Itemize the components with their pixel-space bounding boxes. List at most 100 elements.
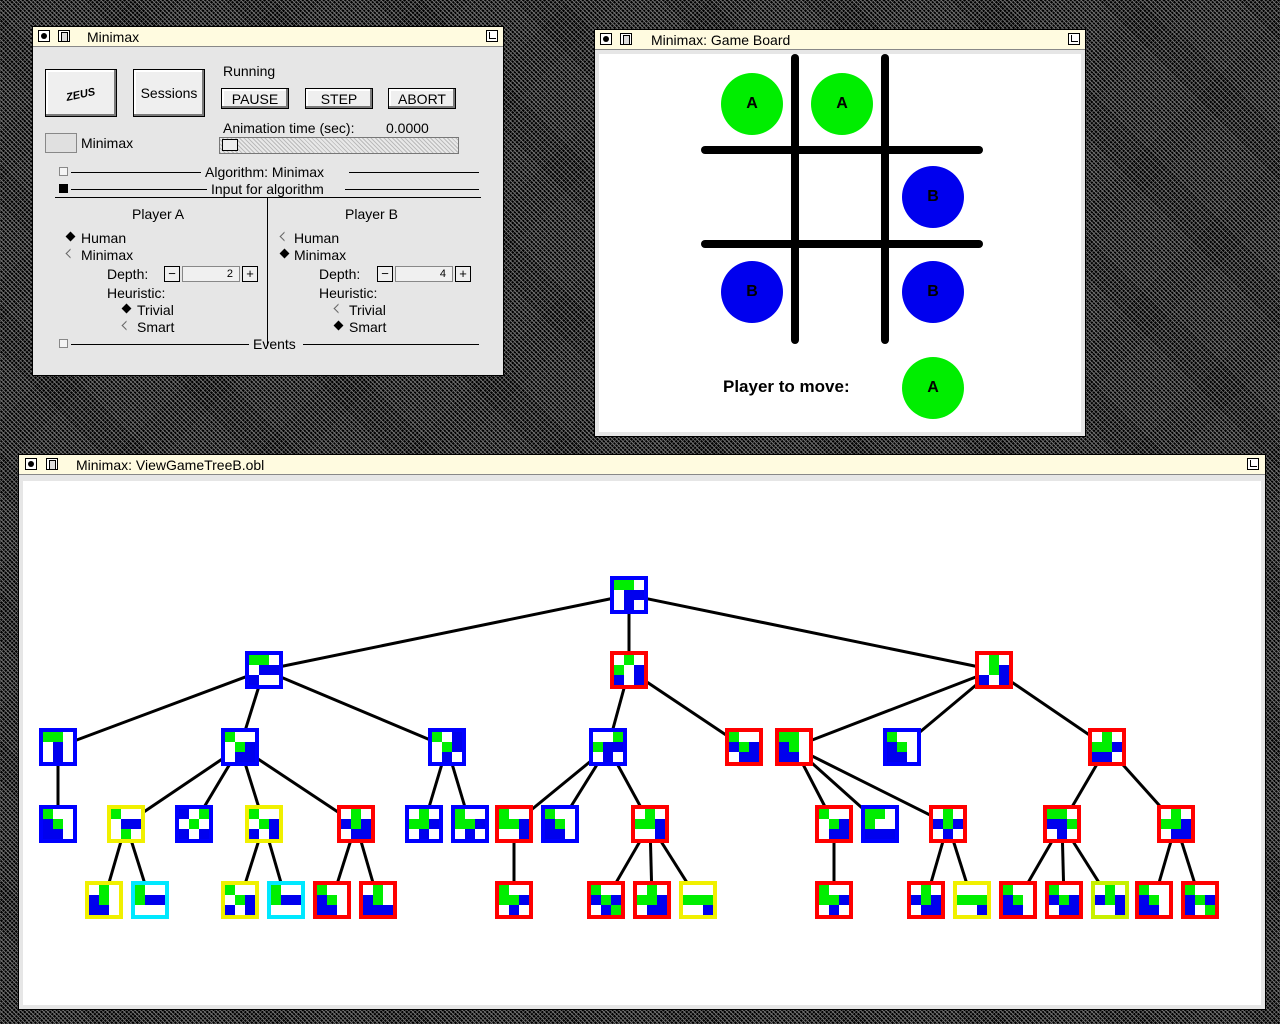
tree-node-cell bbox=[907, 752, 917, 762]
tree-node-cell bbox=[683, 895, 693, 905]
player-b-depth-increment[interactable]: + bbox=[455, 266, 471, 282]
tree-node[interactable] bbox=[1088, 728, 1126, 766]
tree-node[interactable] bbox=[1135, 881, 1173, 919]
tree-node-cell bbox=[1205, 885, 1215, 895]
tree-node[interactable] bbox=[1157, 805, 1195, 843]
tree-node[interactable] bbox=[313, 881, 351, 919]
tree-node[interactable] bbox=[953, 881, 991, 919]
window-menu-icon[interactable] bbox=[58, 30, 70, 42]
tree-edge bbox=[263, 668, 448, 749]
player-a-depth-field[interactable]: 2 bbox=[182, 266, 240, 282]
tree-titlebar[interactable]: Minimax: ViewGameTreeB.obl bbox=[19, 455, 1265, 475]
tree-node[interactable] bbox=[610, 576, 648, 614]
tree-node[interactable] bbox=[337, 805, 375, 843]
tree-node[interactable] bbox=[975, 651, 1013, 689]
control-titlebar[interactable]: Minimax bbox=[33, 27, 503, 47]
tree-node[interactable] bbox=[1045, 881, 1083, 919]
maximize-icon[interactable] bbox=[1247, 458, 1259, 470]
tree-node[interactable] bbox=[1181, 881, 1219, 919]
player-a-depth-increment[interactable]: + bbox=[242, 266, 258, 282]
player-b-trivial-radio[interactable] bbox=[333, 303, 344, 314]
tree-node[interactable] bbox=[679, 881, 717, 919]
tree-node[interactable] bbox=[428, 728, 466, 766]
input-section-toggle[interactable] bbox=[59, 184, 68, 193]
tree-node[interactable] bbox=[107, 805, 145, 843]
tree-node[interactable] bbox=[359, 881, 397, 919]
player-a-human-radio[interactable] bbox=[65, 231, 76, 242]
abort-button[interactable]: ABORT bbox=[388, 88, 456, 109]
tree-node[interactable] bbox=[815, 805, 853, 843]
tree-node[interactable] bbox=[131, 881, 169, 919]
player-a-trivial-radio[interactable] bbox=[121, 303, 132, 314]
tree-node[interactable] bbox=[587, 881, 625, 919]
tree-node[interactable] bbox=[633, 881, 671, 919]
algorithm-section-toggle[interactable] bbox=[59, 167, 68, 176]
tree-node[interactable] bbox=[1043, 805, 1081, 843]
window-menu-icon[interactable] bbox=[46, 458, 58, 470]
player-b-minimax-radio[interactable] bbox=[279, 248, 290, 259]
tree-node-cell bbox=[1171, 829, 1181, 839]
board-titlebar[interactable]: Minimax: Game Board bbox=[595, 30, 1085, 50]
tree-node[interactable] bbox=[725, 728, 763, 766]
tree-node-cell bbox=[337, 895, 347, 905]
tree-node[interactable] bbox=[85, 881, 123, 919]
tree-node[interactable] bbox=[495, 805, 533, 843]
player-a-smart-radio[interactable] bbox=[121, 320, 132, 331]
animation-time-slider[interactable] bbox=[219, 137, 459, 154]
tree-node-cell bbox=[614, 590, 624, 600]
events-section-toggle[interactable] bbox=[59, 339, 68, 348]
tree-node-cell bbox=[1069, 885, 1079, 895]
sessions-button[interactable]: Sessions bbox=[133, 69, 205, 117]
close-window-icon[interactable] bbox=[600, 33, 612, 45]
close-window-icon[interactable] bbox=[25, 458, 37, 470]
tree-node[interactable] bbox=[929, 805, 967, 843]
tree-node-cell bbox=[189, 809, 199, 819]
tree-node[interactable] bbox=[245, 651, 283, 689]
maximize-icon[interactable] bbox=[1068, 33, 1080, 45]
tree-node[interactable] bbox=[175, 805, 213, 843]
tree-node[interactable] bbox=[541, 805, 579, 843]
tree-node[interactable] bbox=[221, 881, 259, 919]
tree-node[interactable] bbox=[631, 805, 669, 843]
player-b-depth-field[interactable]: 4 bbox=[395, 266, 453, 282]
tree-node[interactable] bbox=[1091, 881, 1129, 919]
tree-node[interactable] bbox=[815, 881, 853, 919]
control-window: Minimax ZEUS Sessions Running PAUSE STEP… bbox=[32, 26, 504, 376]
tree-node[interactable] bbox=[221, 728, 259, 766]
tree-node-cell bbox=[779, 752, 789, 762]
tree-node[interactable] bbox=[451, 805, 489, 843]
tree-node[interactable] bbox=[39, 805, 77, 843]
player-a-minimax-radio[interactable] bbox=[65, 248, 76, 259]
tree-node-cell bbox=[611, 905, 621, 915]
tree-node[interactable] bbox=[589, 728, 627, 766]
tree-node[interactable] bbox=[610, 651, 648, 689]
tree-node[interactable] bbox=[267, 881, 305, 919]
tree-node[interactable] bbox=[775, 728, 813, 766]
slider-thumb[interactable] bbox=[222, 139, 238, 151]
window-menu-icon[interactable] bbox=[620, 33, 632, 45]
tree-node[interactable] bbox=[999, 881, 1037, 919]
maximize-icon[interactable] bbox=[486, 30, 498, 42]
tree-node[interactable] bbox=[405, 805, 443, 843]
tree-node[interactable] bbox=[883, 728, 921, 766]
algorithm-toggle[interactable] bbox=[45, 133, 77, 153]
tree-node[interactable] bbox=[39, 728, 77, 766]
tree-node-cell bbox=[593, 742, 603, 752]
tree-node-cell bbox=[519, 819, 529, 829]
close-window-icon[interactable] bbox=[38, 30, 50, 42]
tree-node[interactable] bbox=[495, 881, 533, 919]
tree-canvas[interactable] bbox=[23, 481, 1261, 1005]
player-b-human-radio[interactable] bbox=[279, 231, 290, 242]
zeus-button[interactable]: ZEUS bbox=[45, 69, 117, 117]
tree-node-cell bbox=[647, 905, 657, 915]
player-a-depth-decrement[interactable]: − bbox=[164, 266, 180, 282]
player-b-depth-decrement[interactable]: − bbox=[377, 266, 393, 282]
player-b-smart-radio[interactable] bbox=[333, 320, 344, 331]
tree-node-cell bbox=[943, 809, 953, 819]
tree-node[interactable] bbox=[861, 805, 899, 843]
tree-node[interactable] bbox=[907, 881, 945, 919]
tree-node[interactable] bbox=[245, 805, 283, 843]
pause-button[interactable]: PAUSE bbox=[221, 88, 289, 109]
step-button[interactable]: STEP bbox=[305, 88, 373, 109]
